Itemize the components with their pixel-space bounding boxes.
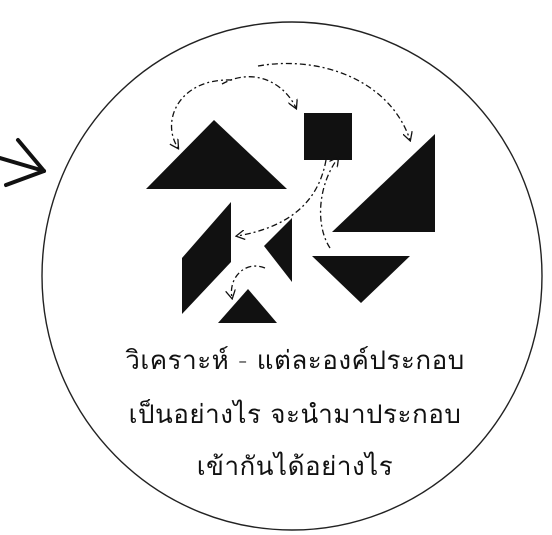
square-piece <box>304 113 352 160</box>
caption-line-3: เข้ากันได้อย่างไร <box>60 446 530 487</box>
incoming-arrow <box>0 140 44 185</box>
caption-line-2: เป็นอย่างไร จะนำมาประกอบ <box>60 394 530 435</box>
caption-line-1: วิเคราะห์ - แต่ละองค์ประกอบ <box>60 340 530 381</box>
